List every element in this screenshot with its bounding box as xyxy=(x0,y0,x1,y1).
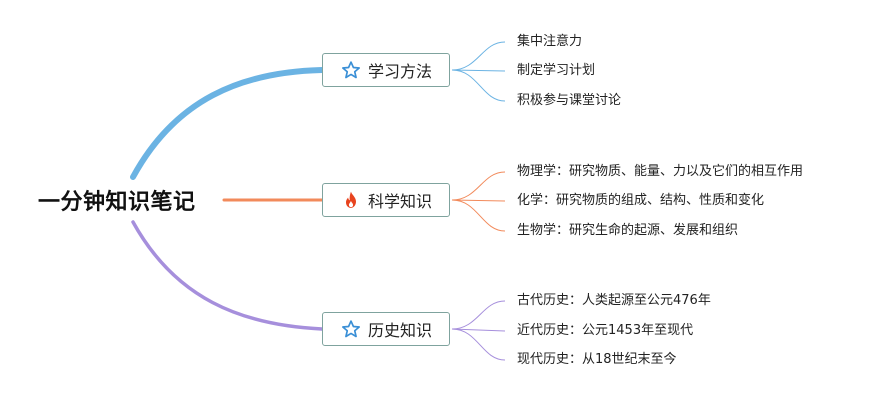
branch-label: 历史知识 xyxy=(367,321,432,340)
star-icon xyxy=(340,318,362,340)
leaf-connectors-study-methods xyxy=(451,41,506,102)
leaf-topic[interactable]: 古代历史：人类起源至公元476年 xyxy=(517,293,711,308)
leaf-topic[interactable]: 制定学习计划 xyxy=(517,63,596,78)
root-topic[interactable]: 一分钟知识笔记 xyxy=(38,190,196,215)
leaf-topic[interactable]: 化学：研究物质的组成、结构、性质和变化 xyxy=(517,193,765,208)
leaf-connectors-science xyxy=(451,171,506,232)
branch-topic-science[interactable]: 科学知识 xyxy=(322,183,450,217)
branch-topic-history[interactable]: 历史知识 xyxy=(322,312,450,346)
branch-connector-study-methods xyxy=(130,67,325,180)
star-icon xyxy=(340,59,362,81)
leaf-topic[interactable]: 现代历史：从18世纪末至今 xyxy=(517,352,677,367)
branch-topic-study-methods[interactable]: 学习方法 xyxy=(322,53,450,87)
leaf-connectors-history xyxy=(451,300,506,361)
branch-label: 学习方法 xyxy=(367,62,432,81)
branch-label: 科学知识 xyxy=(367,192,432,211)
leaf-topic[interactable]: 积极参与课堂讨论 xyxy=(517,93,622,108)
leaf-topic[interactable]: 近代历史：公元1453年至现代 xyxy=(517,323,694,338)
branch-connector-history xyxy=(131,220,324,331)
leaf-topic[interactable]: 物理学：研究物质、能量、力以及它们的相互作用 xyxy=(517,164,804,179)
leaf-topic[interactable]: 生物学：研究生命的起源、发展和组织 xyxy=(517,223,739,238)
fire-icon xyxy=(340,189,362,211)
leaf-topic[interactable]: 集中注意力 xyxy=(517,34,583,49)
